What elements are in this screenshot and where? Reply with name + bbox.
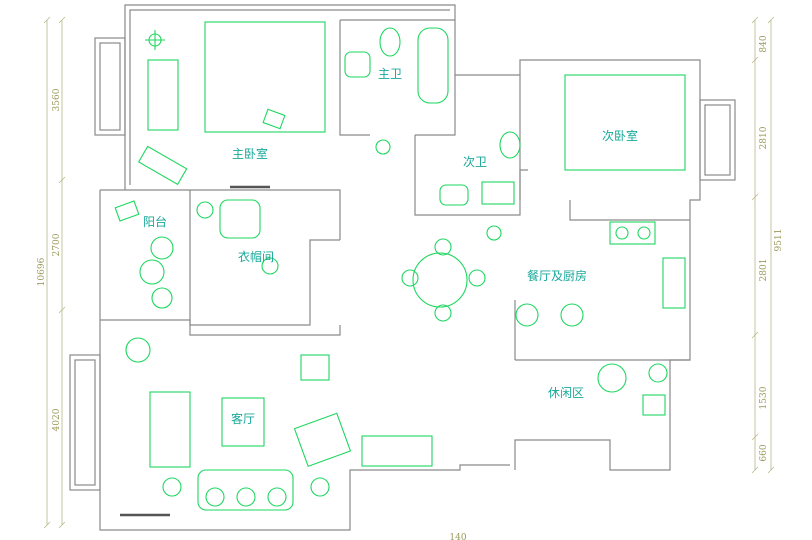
label-dining-kitchen: 餐厅及厨房 [527, 268, 587, 283]
dining-table-icon [412, 252, 468, 308]
desk-icon [147, 59, 179, 131]
label-master-bath: 主卫 [378, 67, 402, 81]
dim-right-4: 1530 [759, 386, 769, 409]
label-living-room: 客厅 [231, 411, 255, 426]
dim-right-5: 660 [759, 444, 769, 461]
living-armchair-icon [293, 412, 352, 468]
stove-icon [609, 221, 656, 245]
dim-right-1: 840 [759, 35, 769, 52]
lamp-icon [145, 30, 165, 50]
dim-left-2: 2700 [52, 233, 62, 256]
left-dimensions: 10696 3560 2700 4020 [37, 16, 66, 529]
bathtub-icon [417, 27, 449, 104]
second-bed-icon [564, 74, 686, 171]
label-leisure-area: 休闲区 [548, 386, 584, 400]
dim-left-3: 4020 [52, 408, 62, 431]
sofa-icon [197, 469, 294, 511]
label-balcony: 阳台 [143, 214, 167, 229]
dim-bottom: 140 [449, 533, 466, 540]
room-labels: 主卧室 主卫 次卧室 次卫 阳台 衣帽间 餐厅及厨房 客厅 休闲区 [143, 67, 638, 426]
tv-cabinet-icon [361, 435, 433, 467]
toilet-icon [379, 27, 401, 57]
dim-right-total: 9511 [774, 229, 784, 252]
armchair-icon [219, 199, 261, 239]
windows [69, 37, 736, 491]
label-second-bedroom: 次卧室 [602, 128, 638, 143]
sink-icon [344, 51, 371, 78]
furniture [114, 21, 686, 511]
dim-left-total: 10696 [37, 257, 47, 286]
dim-right-3: 2801 [759, 259, 769, 282]
label-closet: 衣帽间 [238, 249, 274, 264]
right-dimensions: 840 2810 2801 1530 660 9511 [751, 16, 784, 474]
sofa-side-icon [149, 391, 191, 468]
toilet2-icon [499, 131, 521, 159]
label-master-bedroom: 主卧室 [232, 146, 268, 161]
dim-left-1: 3560 [52, 88, 62, 111]
label-second-bath: 次卫 [463, 155, 487, 169]
dim-right-2: 2810 [759, 126, 769, 149]
kitchen-sink-icon [662, 257, 686, 309]
coffee-table-icon [221, 397, 265, 447]
master-bed-icon [204, 21, 326, 133]
